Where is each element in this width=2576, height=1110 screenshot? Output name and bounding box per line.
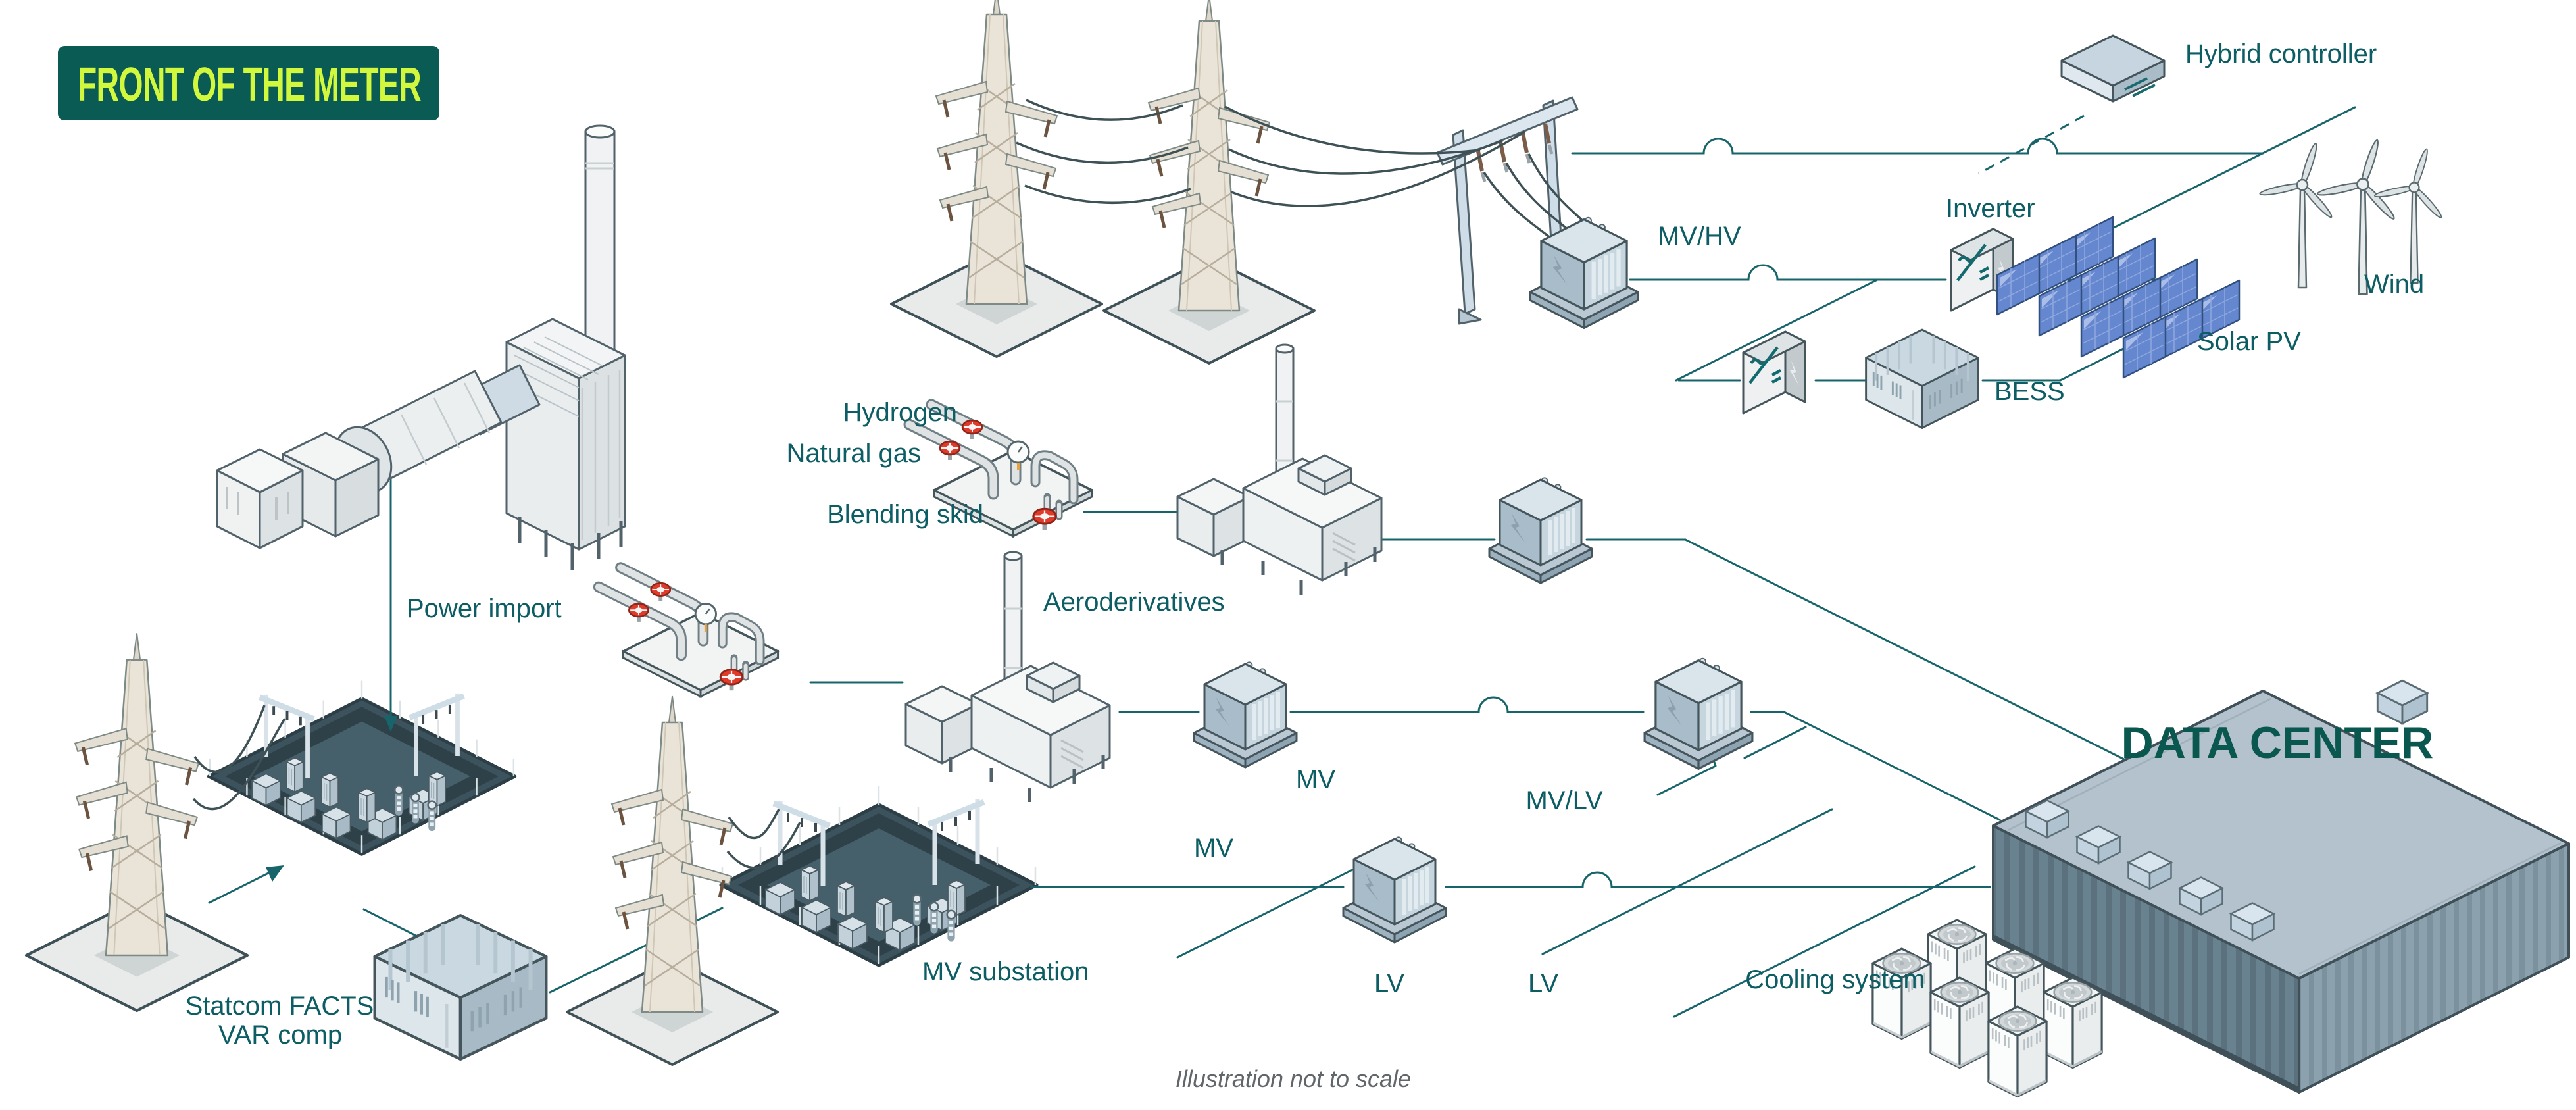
line-lv-row — [1030, 871, 1991, 888]
blending-skid-2 — [599, 568, 778, 697]
diagonal-to-datacenter-top — [1684, 538, 2127, 761]
label-statcom-line2: VAR comp — [218, 1021, 342, 1049]
transformer-mv-lv — [1645, 659, 1752, 769]
footnote: Illustration not to scale — [1176, 1065, 1411, 1092]
bess-container — [1864, 328, 1980, 430]
inverter-2 — [1743, 332, 1805, 413]
line-inverter-bess-solar — [1677, 347, 2125, 382]
data-center-label: DATA CENTER — [2121, 718, 2434, 768]
diagonal-rowA-rowB — [1675, 278, 1879, 382]
label-statcom-line1: Statcom FACTS — [186, 992, 374, 1021]
label-hydrogen: Hydrogen — [843, 398, 957, 427]
aeroderivative-plant-1 — [1177, 345, 1381, 595]
transformer-mv — [1194, 662, 1297, 767]
label-mv-substation: MV substation — [922, 957, 1089, 986]
labels: Hybrid controller Inverter MV/HV Wind So… — [186, 39, 2425, 1092]
label-wind: Wind — [2364, 270, 2424, 299]
label-mv-b: MV — [1194, 834, 1233, 863]
label-aeroderivatives: Aeroderivatives — [1043, 588, 1225, 617]
label-natural-gas: Natural gas — [786, 439, 921, 468]
hybrid-controller-box — [2060, 34, 2166, 103]
line-mv-row — [1118, 696, 1785, 713]
label-cooling-system: Cooling system — [1745, 965, 1925, 994]
power-import-arrow — [384, 453, 397, 732]
statcom-container — [375, 915, 546, 1059]
transmission-tower-bottom — [612, 696, 733, 1012]
label-mv-hv: MV/HV — [1658, 222, 1741, 251]
label-mv-a: MV — [1296, 765, 1335, 794]
line-upper-bus — [1571, 138, 2264, 155]
grid-import-arrow — [208, 865, 284, 904]
diagonal-mvlv-to-datacenter — [1783, 711, 2001, 821]
connection-lines — [208, 106, 2356, 1018]
label-power-import: Power import — [407, 594, 562, 623]
label-solar-pv: Solar PV — [2197, 327, 2301, 356]
label-lv-b: LV — [1528, 969, 1558, 998]
label-blending-skid: Blending skid — [827, 500, 983, 529]
transmission-tower-left — [75, 633, 199, 955]
badge-label: FRONT OF THE METER — [78, 59, 421, 111]
label-mv-lv: MV/LV — [1525, 786, 1602, 815]
transformer-lv — [1343, 837, 1446, 942]
label-hybrid-controller: Hybrid controller — [2185, 39, 2377, 68]
diagonal-decor-1 — [1541, 808, 1833, 955]
combined-cycle-plant — [216, 124, 626, 570]
overhead-wires — [192, 99, 1600, 869]
label-inverter: Inverter — [1946, 194, 2035, 223]
transformer-aeroderiv-1 — [1489, 478, 1592, 583]
label-bess: BESS — [1994, 377, 2065, 406]
mv-substation — [721, 786, 1037, 965]
hv-substation — [209, 681, 515, 855]
label-lv-a: LV — [1374, 969, 1404, 998]
data-center-building: DATA CENTER — [1992, 679, 2570, 1094]
front-of-meter-badge: FRONT OF THE METER — [58, 46, 439, 120]
hybrid-controller-dashed-link — [1978, 114, 2085, 175]
diagonal-decor-2 — [1673, 865, 1976, 1018]
